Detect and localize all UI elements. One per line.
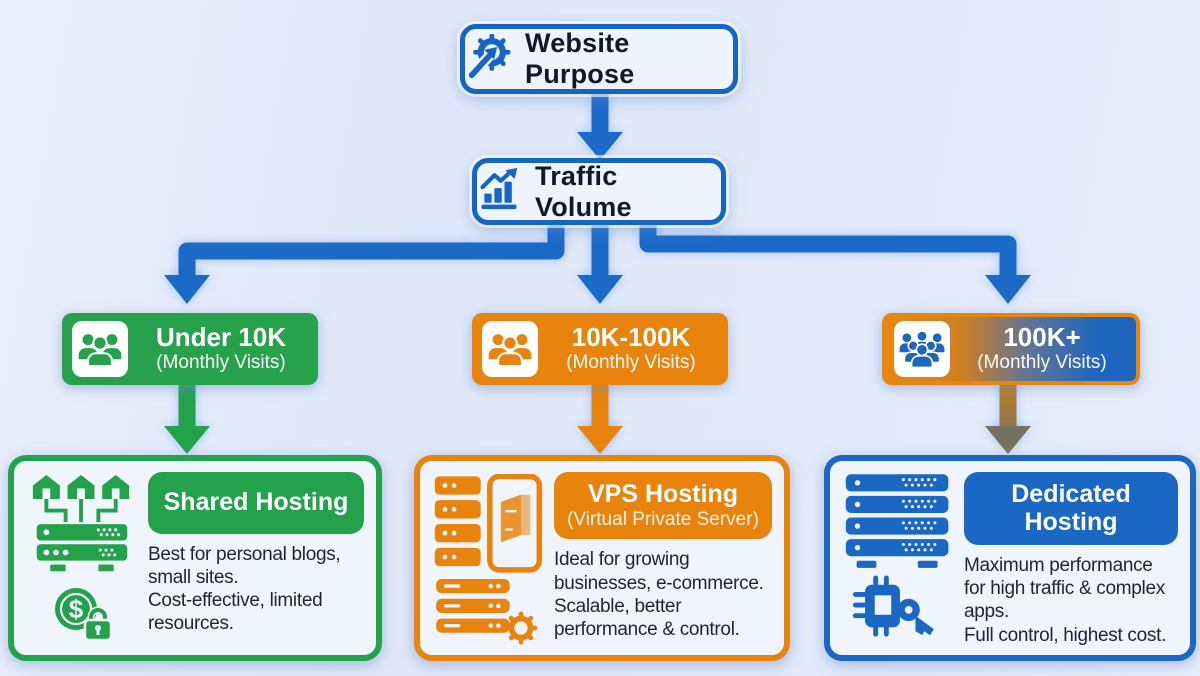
node-traffic-volume: Traffic Volume xyxy=(472,158,726,225)
card-title: VPS Hosting xyxy=(587,480,738,508)
branch-badge-10k-100k: 10K-100K (Monthly Visits) xyxy=(472,313,728,385)
card-icon-column xyxy=(842,472,954,644)
branch-badge-under-10k: Under 10K (Monthly Visits) xyxy=(62,313,318,385)
people-group-icon xyxy=(72,321,128,377)
card-description: Ideal for growing businesses, e-commerce… xyxy=(554,549,764,640)
card-title: Dedicated Hosting xyxy=(1011,480,1131,536)
server-stack-icon xyxy=(844,474,952,575)
card-description: Best for personal blogs, small sites. Co… xyxy=(148,543,341,635)
arrowhead xyxy=(985,426,1031,454)
svg-text:$: $ xyxy=(69,594,84,624)
server-gear-icon xyxy=(436,579,540,650)
badge-title: 10K-100K xyxy=(571,322,691,353)
card-title-pill: Shared Hosting xyxy=(148,472,364,534)
people-group-icon xyxy=(482,321,538,377)
card-description: Maximum performance for high traffic & c… xyxy=(964,555,1167,646)
badge-subtitle: (Monthly Visits) xyxy=(156,351,286,373)
badge-title: Under 10K xyxy=(155,322,287,353)
card-title-subtitle: (Virtual Private Server) xyxy=(567,508,759,530)
gear-arrow-icon xyxy=(465,33,511,85)
people-crowd-icon xyxy=(894,321,950,377)
arrowhead xyxy=(985,275,1031,304)
node-website-purpose-label: Website Purpose xyxy=(525,28,635,89)
server-rack-tower-icon xyxy=(433,473,543,579)
card-icon-column: $ xyxy=(26,472,138,644)
card-content: Shared Hosting Best for personal blogs, … xyxy=(148,472,364,644)
badge-title: 100K+ xyxy=(1003,322,1081,353)
card-title-pill: VPS Hosting (Virtual Private Server) xyxy=(554,472,772,540)
arrow-traffic-to-100kplus xyxy=(639,222,1017,276)
arrowhead xyxy=(577,275,623,304)
arrowhead xyxy=(577,132,623,160)
card-title: Shared Hosting xyxy=(163,488,349,516)
card-vps-hosting: VPS Hosting (Virtual Private Server) Ide… xyxy=(414,455,790,661)
houses-network-server-icon xyxy=(29,474,135,583)
card-dedicated-hosting: Dedicated Hosting Maximum performance fo… xyxy=(824,455,1196,661)
card-shared-hosting: $ Shared Hosting Best for personal blogs… xyxy=(8,455,382,661)
arrowhead xyxy=(164,275,210,304)
node-traffic-volume-label: Traffic Volume xyxy=(535,160,632,222)
card-title-pill: Dedicated Hosting xyxy=(964,472,1178,545)
card-content: Dedicated Hosting Maximum performance fo… xyxy=(964,472,1178,646)
arrowhead xyxy=(577,426,623,454)
chip-key-icon xyxy=(852,575,944,644)
branch-badge-100k-plus: 100K+ (Monthly Visits) xyxy=(882,313,1140,385)
arrow-traffic-to-under10k xyxy=(178,222,565,276)
badge-subtitle: (Monthly Visits) xyxy=(566,351,696,373)
badge-subtitle: (Monthly Visits) xyxy=(977,351,1107,373)
card-icon-column xyxy=(432,472,544,645)
dollar-coin-lock-icon: $ xyxy=(51,583,113,646)
arrowhead xyxy=(164,426,210,454)
card-content: VPS Hosting (Virtual Private Server) Ide… xyxy=(554,472,772,644)
node-website-purpose: Website Purpose xyxy=(460,24,738,94)
bar-chart-growth-icon xyxy=(477,167,521,216)
